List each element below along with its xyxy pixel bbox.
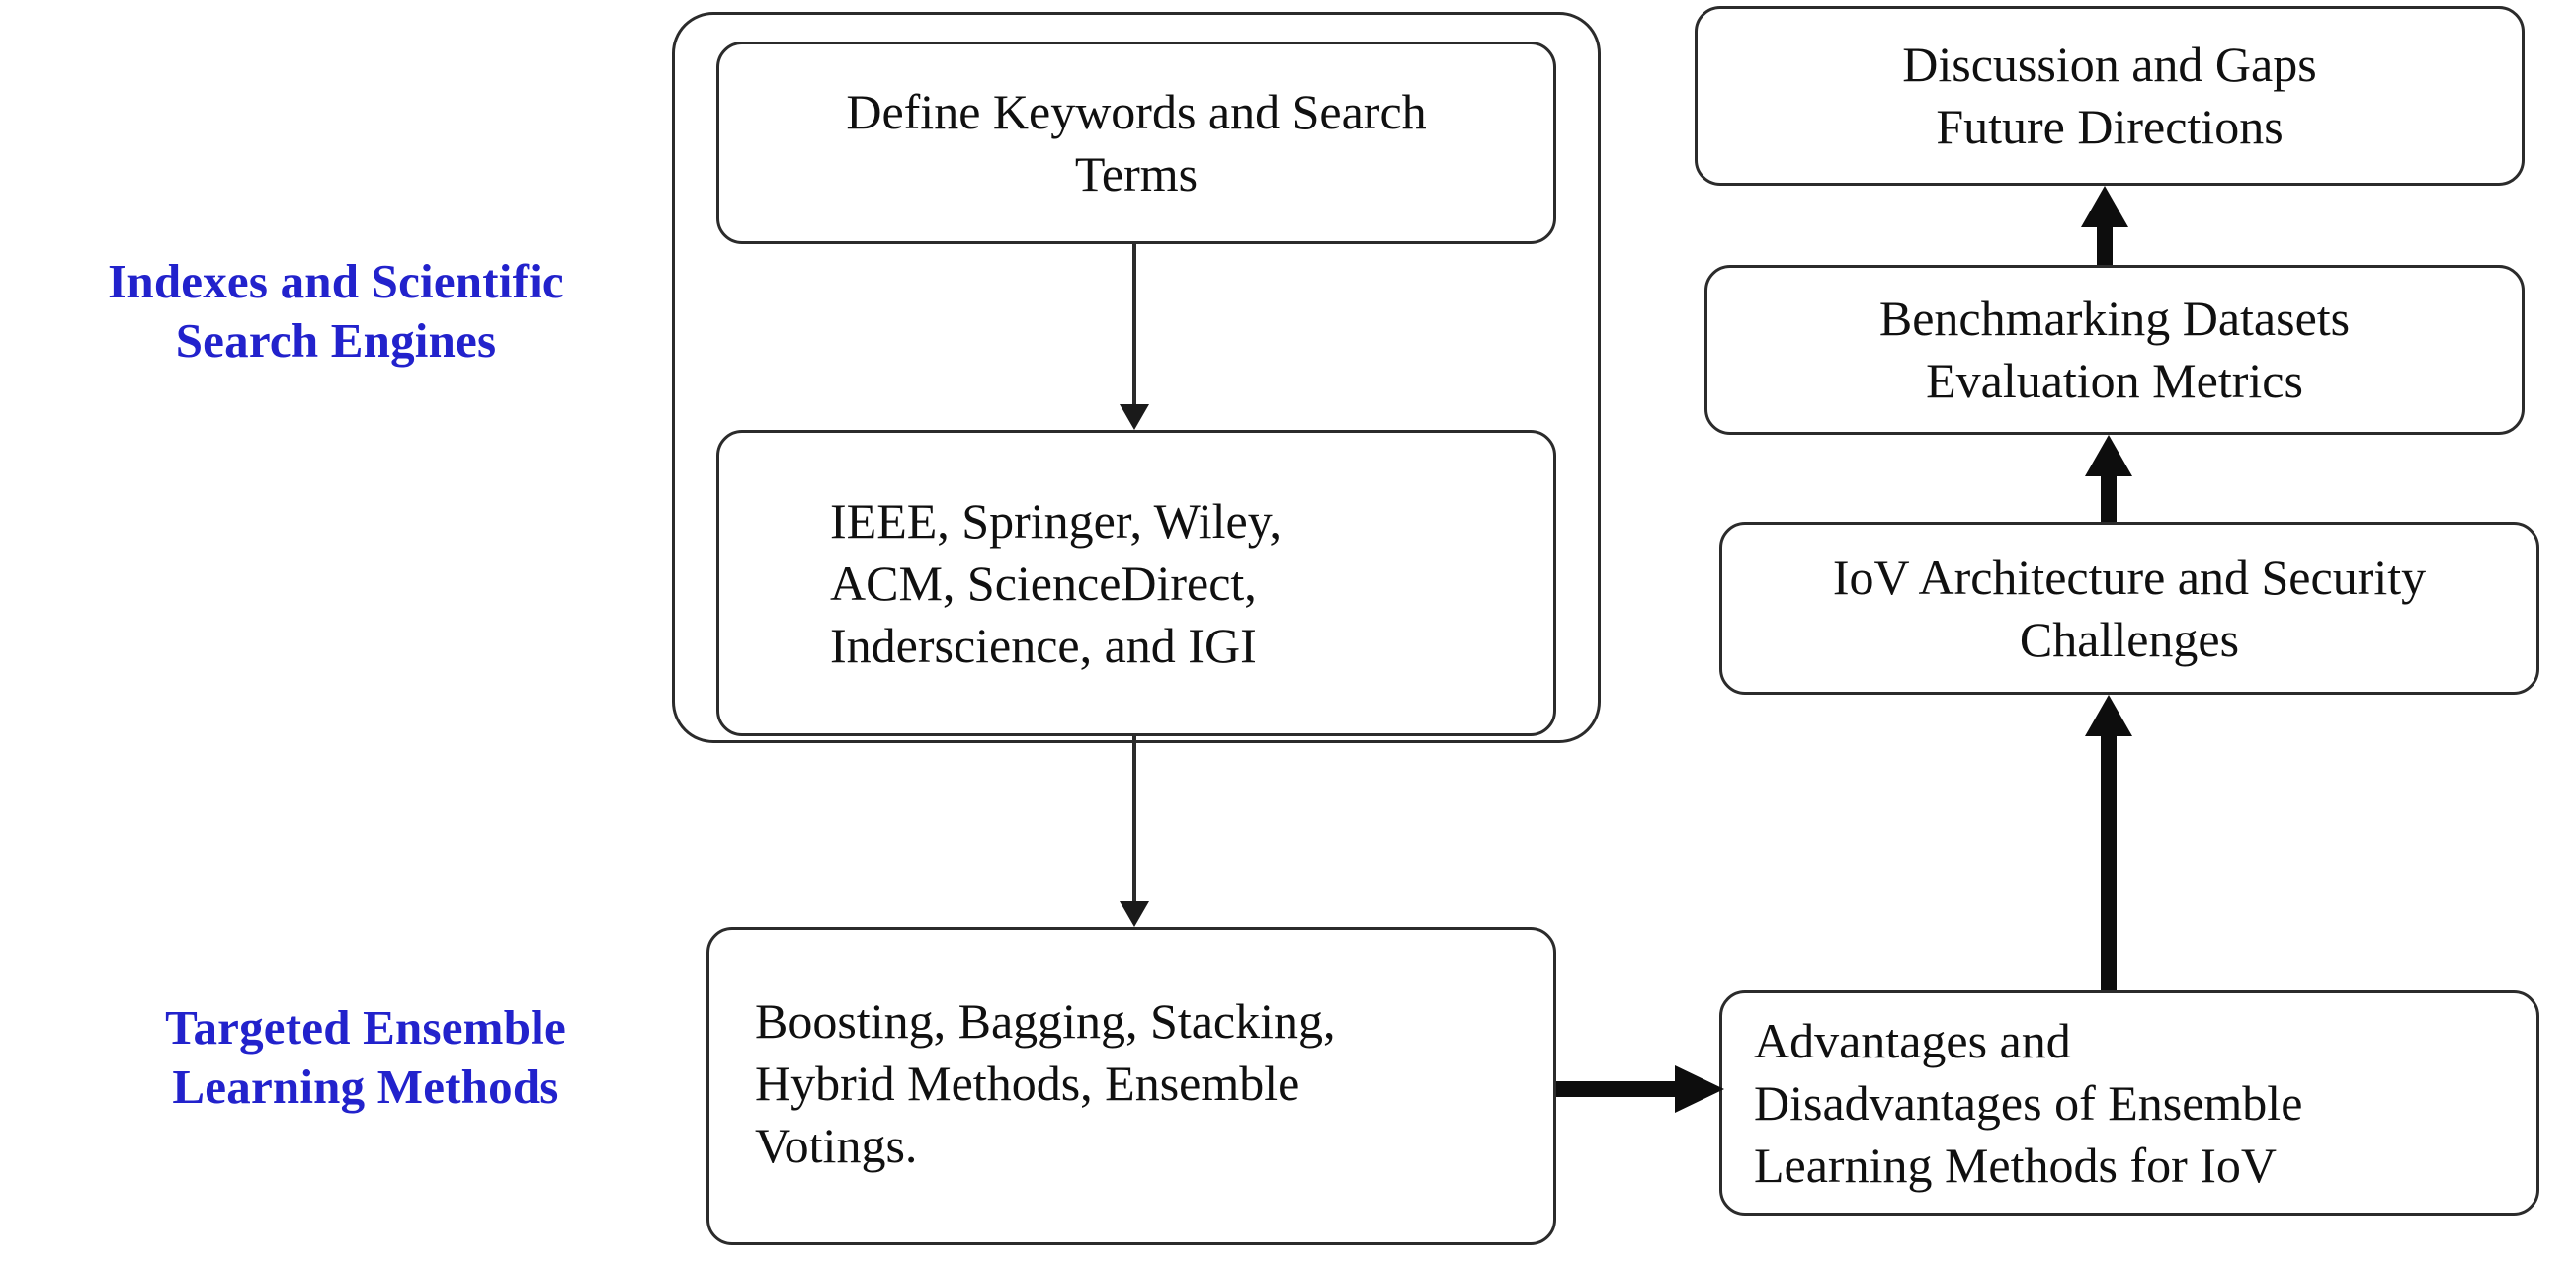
arrow-head [1120,404,1149,430]
arrow-shaft [2101,731,2117,990]
arrow-up-icon-advantages-to-iov [2085,695,2132,990]
arrow-right-icon-methods-to-advantages [1556,1065,1724,1113]
arrow-shaft [1132,736,1136,901]
arrow-head [1120,901,1149,927]
arrow-down-icon-databases-to-methods [1120,736,1149,927]
arrow-down-icon-keywords-to-databases [1120,244,1149,430]
side-label-indexes-and-scientific-search-engines: Indexes and Scientific Search Engines [108,254,564,368]
arrow-up-icon-benchmark-to-discussion [2081,186,2128,265]
arrow-up-icon-iov-to-benchmark [2085,435,2132,522]
node-publisher-databases[interactable]: IEEE, Springer, Wiley, ACM, ScienceDirec… [716,430,1556,736]
search-sources-group-frame [672,12,1601,743]
arrow-head [2085,695,2132,736]
node-iov-architecture-and-security-challenges[interactable]: IoV Architecture and Security Challenges [1719,522,2539,695]
arrow-shaft [2101,468,2117,522]
node-define-keywords-and-search-terms[interactable]: Define Keywords and Search Terms [716,42,1556,244]
node-advantages-and-disadvantages-of-ensemble-learning-methods-for-iov[interactable]: Advantages and Disadvantages of Ensemble… [1719,990,2539,1216]
arrow-head [1675,1065,1724,1113]
side-label-targeted-ensemble-learning-methods: Targeted Ensemble Learning Methods [165,1000,566,1114]
arrow-shaft [1132,244,1136,404]
arrow-shaft [1556,1081,1675,1097]
node-ensemble-methods-list[interactable]: Boosting, Bagging, Stacking, Hybrid Meth… [706,927,1556,1245]
arrow-shaft [2097,217,2113,265]
node-benchmarking-datasets-evaluation-metrics[interactable]: Benchmarking Datasets Evaluation Metrics [1704,265,2525,435]
node-discussion-and-gaps-future-directions[interactable]: Discussion and Gaps Future Directions [1695,6,2525,186]
